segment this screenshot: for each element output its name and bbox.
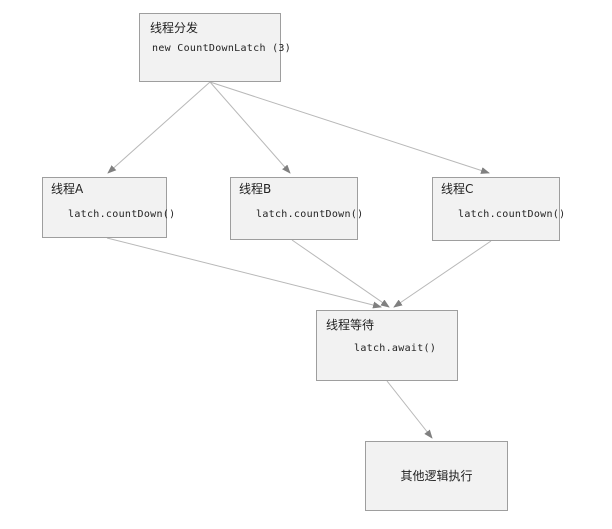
node-thread-c: 线程C latch.countDown() bbox=[432, 177, 565, 241]
node-thread-wait-code: latch.await() bbox=[354, 343, 437, 354]
node-thread-b-code: latch.countDown() bbox=[256, 209, 364, 220]
node-other-logic-title: 其他逻辑执行 bbox=[400, 468, 473, 483]
node-thread-b: 线程B latch.countDown() bbox=[230, 177, 363, 240]
node-thread-a: 线程A latch.countDown() bbox=[42, 177, 175, 238]
node-thread-a-title: 线程A bbox=[51, 182, 84, 196]
node-thread-wait: 线程等待 latch.await() bbox=[316, 310, 458, 381]
edge-dispatch-to-thread-c bbox=[209, 81, 490, 174]
node-thread-dispatch-code: new CountDownLatch (3) bbox=[152, 43, 292, 54]
edge-thread-c-to-wait bbox=[393, 240, 492, 308]
node-thread-dispatch: 线程分发 new CountDownLatch (3) bbox=[139, 13, 291, 82]
node-thread-wait-title: 线程等待 bbox=[326, 318, 375, 332]
node-thread-c-code: latch.countDown() bbox=[458, 209, 566, 220]
edge-thread-b-to-wait bbox=[291, 239, 390, 308]
edge-dispatch-to-thread-a bbox=[107, 81, 211, 174]
node-other-logic: 其他逻辑执行 bbox=[365, 441, 508, 511]
edge-dispatch-to-thread-b bbox=[209, 81, 291, 174]
node-thread-b-title: 线程B bbox=[239, 182, 272, 196]
node-thread-a-code: latch.countDown() bbox=[68, 209, 176, 220]
edge-thread-a-to-wait bbox=[106, 237, 382, 309]
node-thread-c-title: 线程C bbox=[441, 182, 474, 196]
node-thread-dispatch-title: 线程分发 bbox=[150, 21, 199, 35]
edge-wait-to-other bbox=[386, 380, 433, 439]
